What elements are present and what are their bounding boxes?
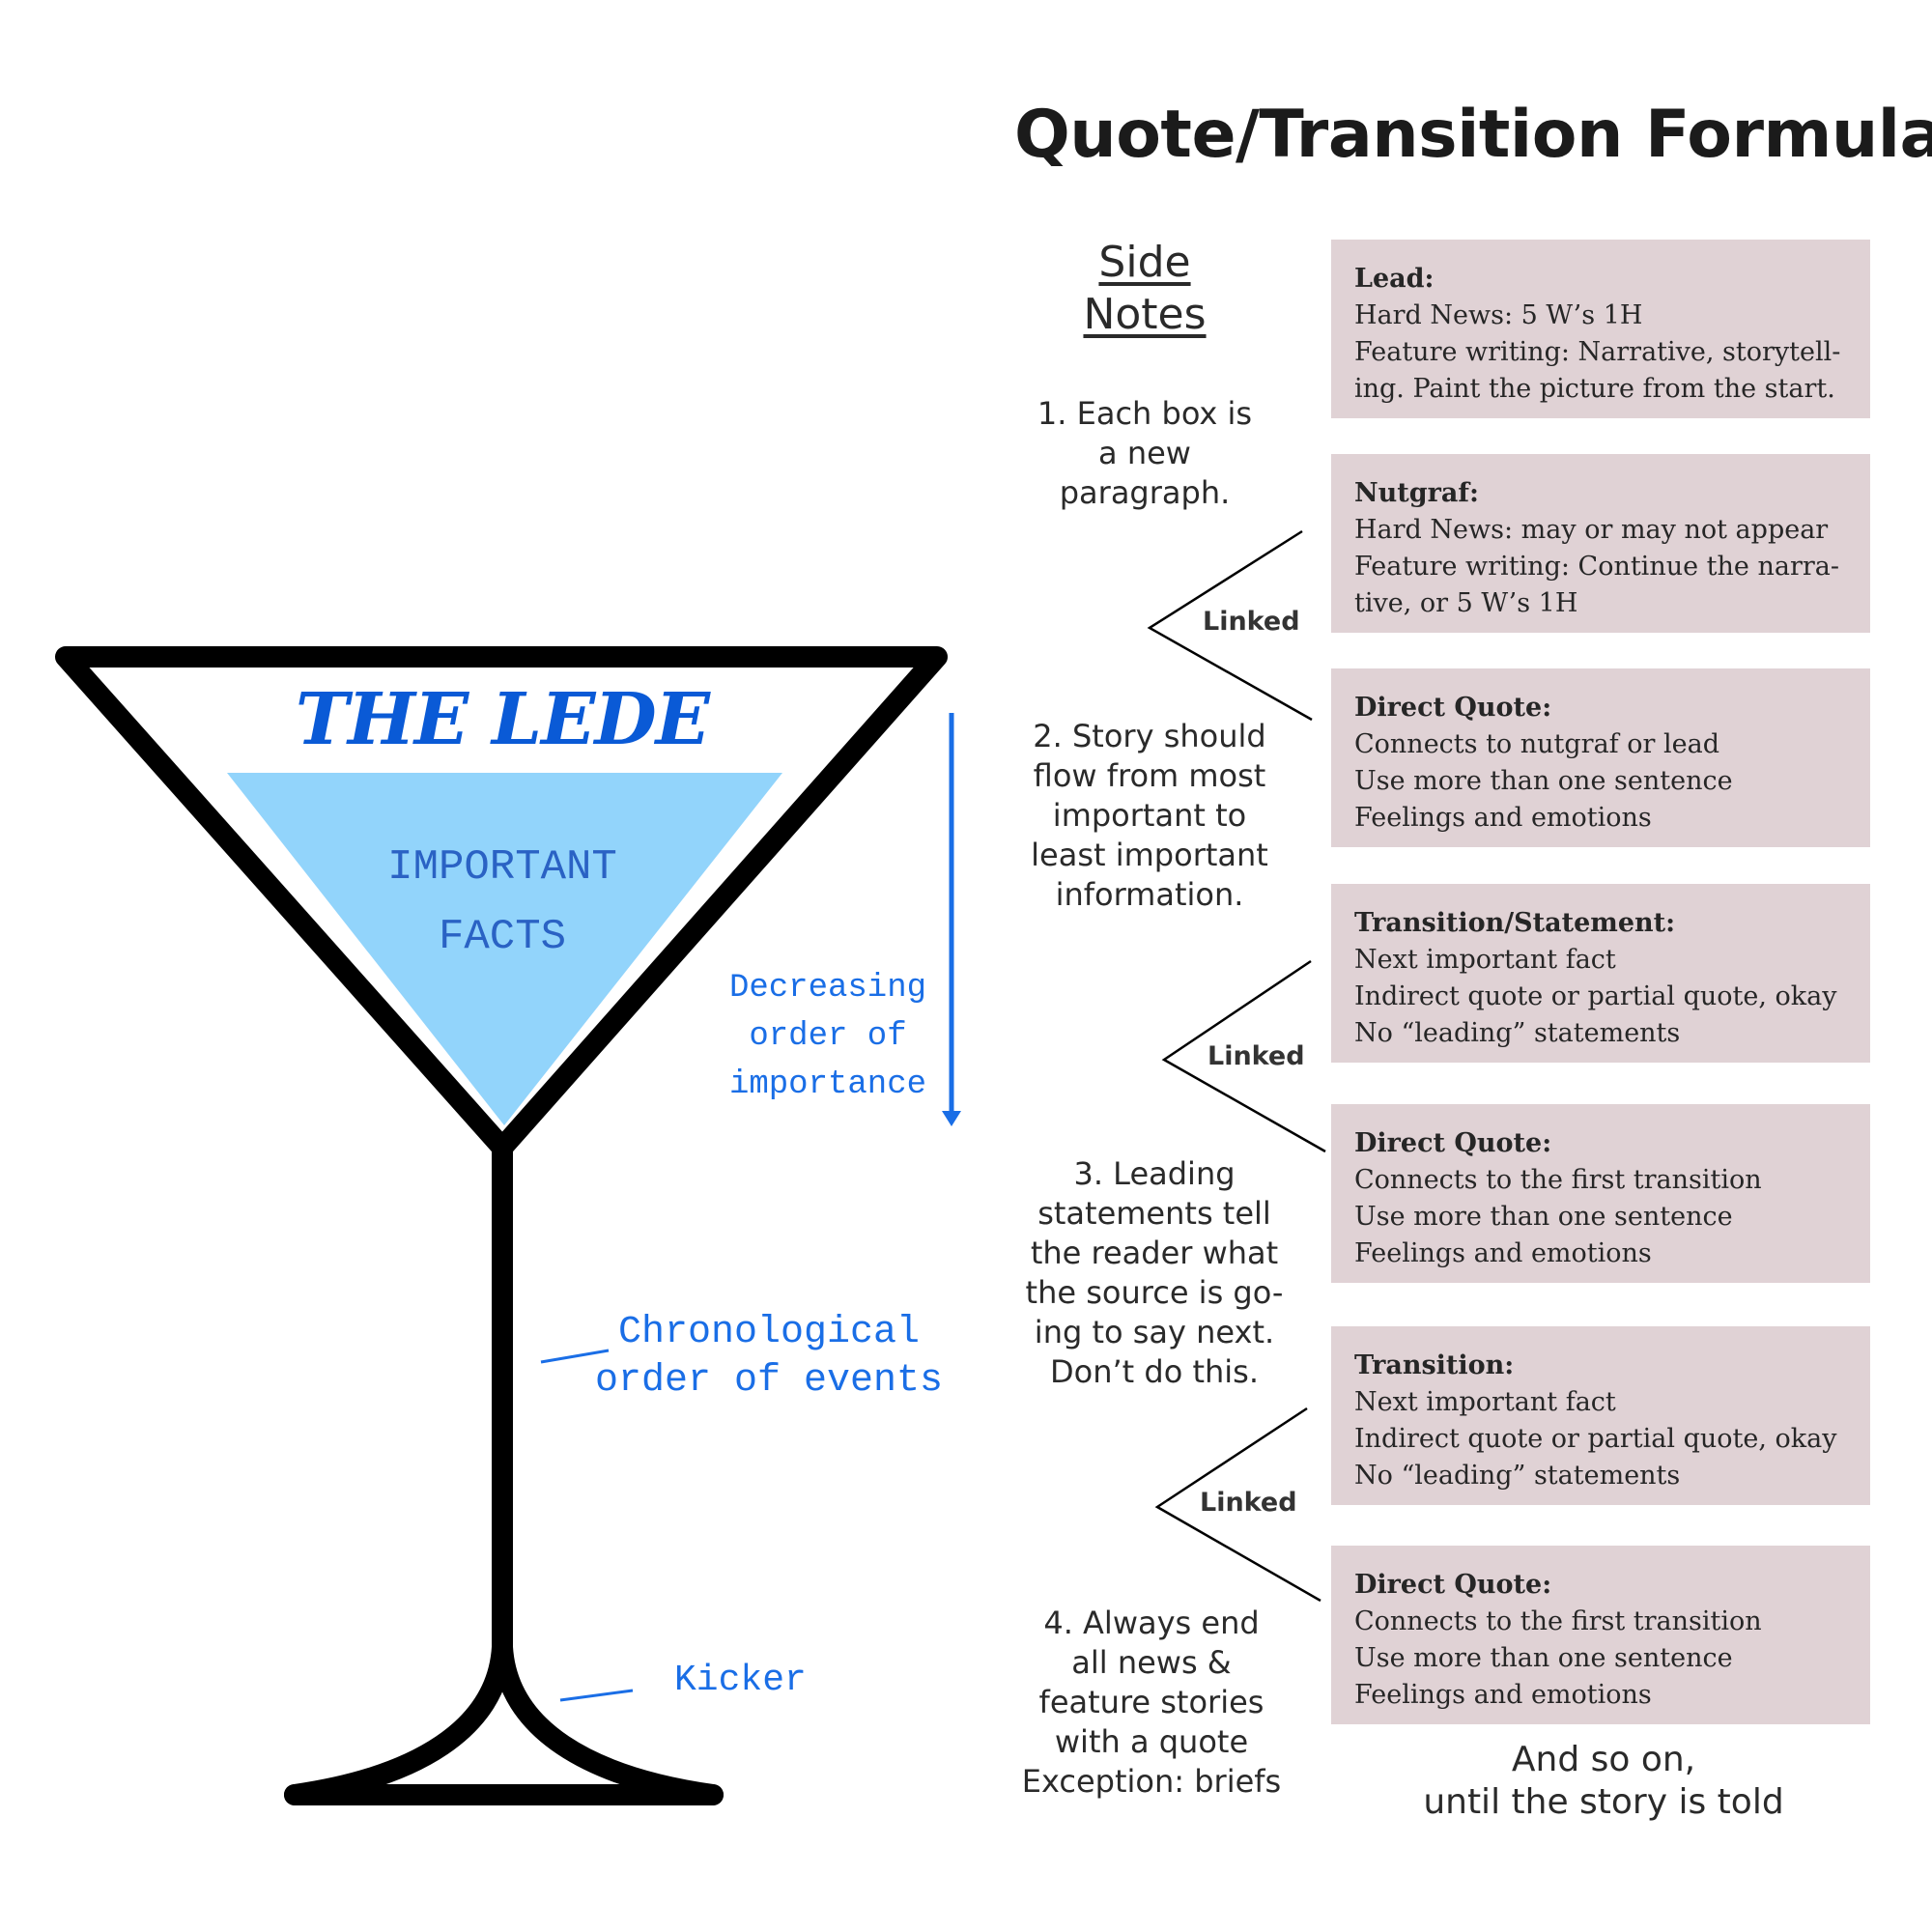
side-title-line: Side [1098,238,1191,287]
closing-line: And so on, [1511,1740,1696,1779]
side-note-line: feature stories [1038,1684,1264,1720]
side-note-line: paragraph. [1059,474,1231,511]
box-line: Connects to the first transition [1354,1165,1762,1195]
paragraph-box-direct-quote-3: Direct Quote: Connects to the first tran… [1331,1546,1870,1724]
chronological-pointer [540,1349,610,1364]
facts-line: FACTS [438,913,567,961]
facts-line: IMPORTANT [387,843,617,892]
box-line: Hard News: 5 W’s 1H [1354,300,1643,330]
box-line: Feelings and emotions [1354,803,1652,833]
linked-label-1: Linked [1203,607,1300,637]
linked-chevron-1 [1147,529,1313,722]
page-title: Quote/Transition Formula [1014,97,1932,173]
box-heading: Transition: [1354,1350,1515,1380]
linked-chevron-3 [1154,1406,1321,1603]
side-note-line: 2. Story should [1033,718,1266,754]
box-line: No “leading” statements [1354,1018,1681,1048]
chronological-label: Chronological order of events [576,1309,962,1406]
side-note-line: a new [1098,435,1191,471]
glass-foot-left [284,1636,513,1805]
side-note-line: important to [1052,797,1247,834]
box-line: Use more than one sentence [1354,1202,1733,1232]
box-line: Connects to the first transition [1354,1606,1762,1636]
side-note-line: statements tell [1037,1195,1271,1232]
important-facts-label: IMPORTANT FACTS [353,833,652,972]
side-note-1: 1. Each box is a new paragraph. [1009,394,1280,513]
linked-label-3: Linked [1200,1488,1297,1518]
box-line: Feelings and emotions [1354,1680,1652,1710]
decreasing-order-label: Decreasing order of importance [717,964,939,1109]
side-note-line: all news & [1071,1644,1232,1681]
side-note-line: flow from most [1033,757,1266,794]
paragraph-box-transition: Transition: Next important fact Indirect… [1331,1326,1870,1505]
linked-label-2: Linked [1208,1041,1305,1071]
box-line: Hard News: may or may not appear [1354,515,1829,545]
box-heading: Nutgraf: [1354,478,1479,508]
side-note-line: the reader what [1030,1235,1279,1271]
side-note-line: the source is go- [1025,1274,1284,1311]
box-line: tive, or 5 W’s 1H [1354,588,1578,618]
decreasing-line: Decreasing [728,970,927,1007]
box-line: Use more than one sentence [1354,766,1733,796]
box-line: Feelings and emotions [1354,1238,1652,1268]
box-line: Use more than one sentence [1354,1643,1733,1673]
linked-chevron-2 [1161,959,1326,1153]
side-note-4: 4. Always end all news & feature stories… [1016,1604,1287,1802]
decreasing-line: importance [728,1066,927,1103]
side-note-line: 4. Always end [1043,1605,1260,1641]
box-line: Feature writing: Narrative, storytell- [1354,337,1841,367]
important-facts-triangle [227,773,782,1125]
side-note-line: information. [1055,876,1244,913]
side-note-3: 3. Leading statements tell the reader wh… [1019,1154,1290,1392]
chrono-line: order of events [594,1359,944,1403]
kicker-label: Kicker [674,1660,807,1701]
kicker-pointer [559,1689,634,1702]
side-note-line: 3. Leading [1073,1155,1236,1192]
box-line: Indirect quote or partial quote, okay [1354,981,1837,1011]
box-line: Next important fact [1354,945,1616,975]
box-line: Indirect quote or partial quote, okay [1354,1424,1837,1454]
side-note-line: 1. Each box is [1037,395,1253,432]
the-lede-label: THE LEDE [295,678,710,761]
box-heading: Direct Quote: [1354,1570,1552,1600]
side-note-line: least important [1031,837,1268,873]
box-line: Next important fact [1354,1387,1616,1417]
side-notes-title: Side Notes [1058,237,1232,341]
side-title-line: Notes [1083,290,1207,339]
side-note-line: Exception: briefs [1021,1763,1282,1800]
box-line: Feature writing: Continue the narra- [1354,552,1839,582]
decreasing-arrowhead [942,1111,961,1126]
box-line: ing. Paint the picture from the start. [1354,374,1835,404]
chrono-line: Chronological [617,1311,921,1354]
paragraph-box-transition-statement: Transition/Statement: Next important fac… [1331,884,1870,1063]
paragraph-box-nutgraf: Nutgraf: Hard News: may or may not appea… [1331,454,1870,633]
closing-note: And so on, until the story is told [1381,1739,1826,1824]
box-line: No “leading” statements [1354,1461,1681,1491]
side-note-2: 2. Story should flow from most important… [1014,717,1285,915]
paragraph-box-direct-quote-2: Direct Quote: Connects to the first tran… [1331,1104,1870,1283]
box-line: Connects to nutgraf or lead [1354,729,1719,759]
box-heading: Transition/Statement: [1354,908,1676,938]
paragraph-box-lead: Lead: Hard News: 5 W’s 1H Feature writin… [1331,240,1870,418]
box-heading: Direct Quote: [1354,1128,1552,1158]
side-note-line: Don’t do this. [1049,1353,1259,1390]
side-note-line: with a quote [1054,1723,1249,1760]
box-heading: Lead: [1354,264,1435,294]
box-heading: Direct Quote: [1354,693,1552,723]
decreasing-line: order of [749,1018,907,1055]
side-note-line: ing to say next. [1034,1314,1275,1350]
closing-line: until the story is told [1423,1782,1784,1822]
paragraph-box-direct-quote-1: Direct Quote: Connects to nutgraf or lea… [1331,668,1870,847]
